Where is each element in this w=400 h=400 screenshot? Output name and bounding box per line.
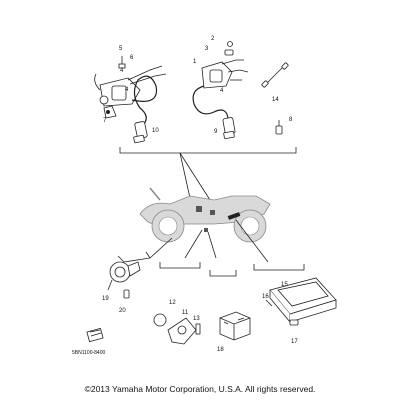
callout-5: 5 <box>119 46 123 52</box>
part-11-12-13[interactable] <box>153 313 201 345</box>
diagram-code: 5BN1100-8400 <box>72 350 105 356</box>
callout-10: 10 <box>152 128 159 134</box>
callout-3: 3 <box>205 46 209 52</box>
callout-4: 4 <box>120 68 124 74</box>
ignition-coil-assembly-right[interactable] <box>192 41 249 140</box>
callout-4b: 4 <box>125 87 129 93</box>
callout-6: 6 <box>130 55 134 61</box>
top-group-bracket <box>119 147 297 154</box>
callout-16: 16 <box>262 294 269 300</box>
callout-18: 18 <box>217 347 224 353</box>
ecu-15[interactable] <box>265 277 337 326</box>
callout-8: 8 <box>289 117 293 123</box>
callout-7: 7 <box>103 118 107 124</box>
callout-13: 13 <box>193 316 200 322</box>
wire-lead-14[interactable] <box>261 62 289 88</box>
callout-4c: 4 <box>220 88 224 94</box>
callout-19: 19 <box>102 296 109 302</box>
sensor-19[interactable] <box>107 261 141 299</box>
callout-9: 9 <box>214 129 218 135</box>
diagram-code-icon <box>86 327 104 343</box>
callout-15: 15 <box>281 282 288 288</box>
callout-14: 14 <box>272 97 279 103</box>
callout-17: 17 <box>291 339 298 345</box>
callout-11: 11 <box>182 310 189 316</box>
callout-12: 12 <box>169 300 176 306</box>
leader-lines <box>117 219 305 277</box>
callout-1: 1 <box>193 59 197 65</box>
callout-20: 20 <box>119 308 126 314</box>
relay-18[interactable] <box>219 311 251 341</box>
ignition-coil-assembly-left[interactable] <box>94 56 167 144</box>
motorcycle-silhouette <box>139 187 271 243</box>
small-part-8[interactable] <box>275 120 283 135</box>
callout-2: 2 <box>211 36 215 42</box>
copyright-notice: ©2013 Yamaha Motor Corporation, U.S.A. A… <box>84 384 316 394</box>
